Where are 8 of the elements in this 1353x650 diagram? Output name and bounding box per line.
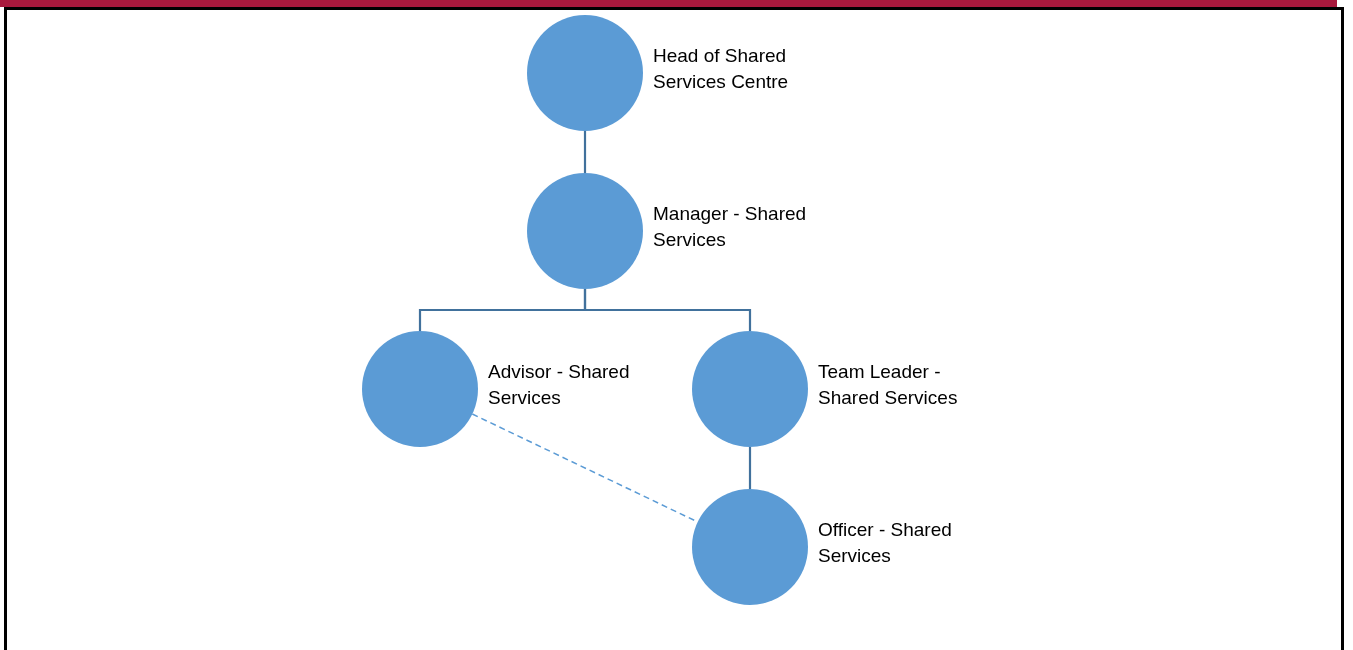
role-title: Team Leader - Shared Services xyxy=(818,360,959,410)
role-title: Advisor - Shared Services xyxy=(488,360,631,410)
connector-line xyxy=(748,447,752,489)
connector-line xyxy=(583,131,587,173)
role-title: Head of Shared Services Centre xyxy=(653,44,790,94)
connector-line xyxy=(583,289,752,331)
role-title: Officer - Shared Services xyxy=(818,518,953,568)
role-title: Manager - Shared Services xyxy=(653,202,808,252)
